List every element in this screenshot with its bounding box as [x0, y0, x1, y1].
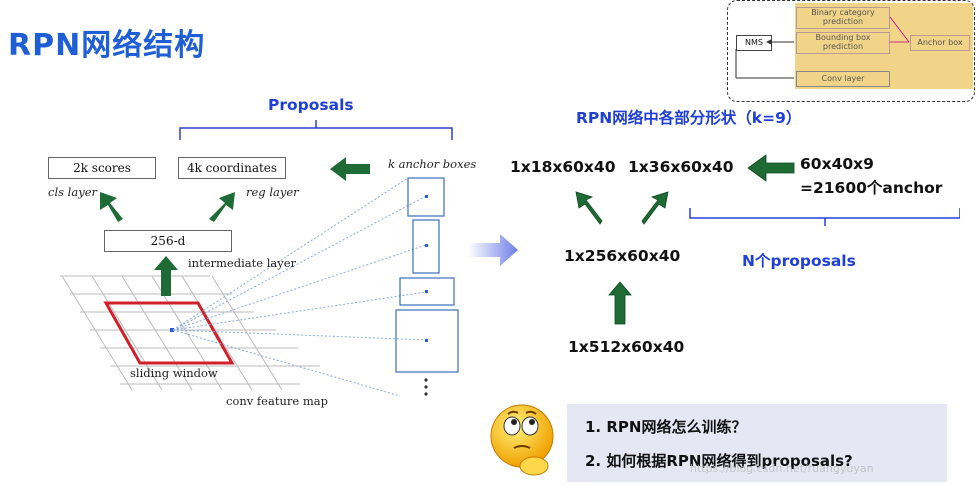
bbox-box: Bounding box prediction [796, 32, 890, 54]
anchor-box: Anchor box [910, 35, 970, 51]
sliding-window-label: sliding window [130, 366, 218, 380]
reg-layer-label: reg layer [246, 185, 299, 199]
left-figure-graphics [60, 120, 518, 397]
anchor-count-line2: =21600个anchor [800, 179, 943, 197]
watermark: https://blog.csdn.net/ruangyuyan [690, 462, 874, 475]
slide-title: RPN网络结构 [8, 28, 206, 63]
proposals-count-label: N个proposals [742, 252, 856, 270]
shapes-header: RPN网络中各部分形状（k=9） [576, 109, 802, 127]
scores-box: 2k scores [48, 157, 156, 179]
anchor-boxes-header: k anchor boxes [388, 157, 477, 171]
input-shape: 1x512x60x40 [568, 338, 685, 356]
mini-diagram-arrows [735, 16, 910, 79]
right-figure-graphics [575, 154, 960, 325]
binary-box: Binary category prediction [796, 7, 890, 29]
dim-box: 256-d [104, 230, 232, 252]
proposals-header: Proposals [268, 96, 354, 114]
conv-box: Conv layer [796, 71, 890, 87]
question-panel: 1. RPN网络怎么训练？ 2. 如何根据RPN网络得到proposals? [567, 404, 947, 482]
question-1: 1. RPN网络怎么训练？ [585, 418, 747, 436]
highlight-region [795, 3, 973, 89]
reg-output-shape: 1x36x60x40 [628, 158, 734, 176]
cls-output-shape: 1x18x60x40 [510, 158, 616, 176]
cls-layer-label: cls layer [48, 185, 98, 199]
coordinates-box: 4k coordinates [178, 157, 286, 179]
feature-map-label: conv feature map [226, 394, 328, 408]
mini-network-diagram: Binary category prediction Bounding box … [727, 0, 975, 102]
mid-shape: 1x256x60x40 [564, 247, 681, 265]
question-2: 2. 如何根据RPN网络得到proposals? [585, 452, 853, 470]
intermediate-layer-label: intermediate layer [188, 256, 297, 270]
anchor-count-line1: 60x40x9 [800, 155, 874, 173]
thinking-face-icon [490, 404, 554, 476]
